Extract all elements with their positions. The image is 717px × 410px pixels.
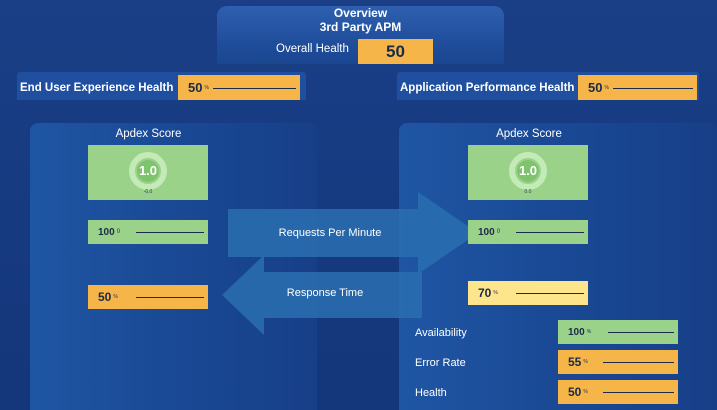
right-apdex-sub: 0.0 — [524, 189, 532, 195]
requests-per-minute-label: Requests Per Minute — [278, 227, 382, 239]
sparkline — [613, 88, 693, 89]
health-value[interactable]: 50 % — [558, 380, 678, 404]
sparkline — [603, 362, 674, 363]
left-requests-value[interactable]: 100 0 — [88, 220, 208, 244]
overall-health-value[interactable]: 50 — [358, 39, 433, 64]
health-number: 50 — [568, 385, 582, 399]
availability-unit: % — [586, 329, 592, 335]
left-apdex-title: Apdex Score — [115, 128, 182, 140]
availability-value[interactable]: 100 % — [558, 320, 678, 344]
error-rate-label: Error Rate — [415, 357, 466, 369]
left-requests-unit: 0 — [116, 229, 121, 235]
end-user-health-value[interactable]: 50 % — [178, 75, 300, 100]
page-subtitle: 3rd Party APM — [319, 20, 402, 34]
end-user-health-unit: % — [204, 84, 209, 91]
apdex-gauge-icon — [129, 152, 167, 190]
right-response-value[interactable]: 70 % — [468, 281, 588, 305]
end-user-health-label: End User Experience Health — [20, 82, 174, 94]
page-title: Overview — [333, 6, 388, 20]
app-performance-health-number: 50 — [588, 80, 603, 95]
apdex-gauge-icon — [509, 152, 547, 190]
health-label: Health — [415, 387, 447, 399]
right-apdex-gauge-box[interactable]: 1.0 0.0 — [468, 145, 588, 200]
end-user-health-number: 50 — [188, 80, 203, 95]
response-time-label: Response Time — [286, 287, 364, 299]
availability-number: 100 — [568, 326, 585, 338]
requests-arrow-icon — [228, 192, 478, 274]
error-rate-value[interactable]: 55 % — [558, 350, 678, 374]
left-response-number: 50 — [98, 290, 112, 304]
sparkline — [516, 293, 584, 294]
app-performance-health-label: Application Performance Health — [400, 82, 575, 94]
sparkline — [603, 392, 674, 393]
right-requests-unit: 0 — [496, 229, 501, 235]
right-response-number: 70 — [478, 286, 492, 300]
sparkline — [213, 88, 296, 89]
right-requests-number: 100 — [478, 226, 495, 238]
right-apdex-title: Apdex Score — [496, 128, 562, 140]
sparkline — [608, 332, 674, 333]
health-unit: % — [583, 389, 588, 395]
response-arrow-icon — [222, 255, 422, 335]
error-rate-unit: % — [583, 359, 588, 365]
right-response-unit: % — [493, 290, 498, 296]
availability-label: Availability — [415, 327, 467, 339]
app-performance-health-value[interactable]: 50 % — [578, 75, 697, 100]
sparkline — [136, 232, 204, 233]
left-requests-number: 100 — [98, 226, 115, 238]
sparkline — [516, 232, 584, 233]
app-performance-health-unit: % — [604, 84, 609, 91]
overall-health-label: Overall Health — [276, 43, 349, 55]
left-response-unit: % — [113, 294, 118, 300]
left-apdex-sub: -0.0 — [143, 189, 153, 195]
sparkline — [136, 297, 204, 298]
right-requests-value[interactable]: 100 0 — [468, 220, 588, 244]
left-apdex-value: 1.0 — [138, 163, 158, 178]
left-apdex-gauge-box[interactable]: 1.0 -0.0 — [88, 145, 208, 200]
left-response-value[interactable]: 50 % — [88, 285, 208, 309]
right-apdex-value: 1.0 — [518, 163, 538, 178]
error-rate-number: 55 — [568, 355, 582, 369]
